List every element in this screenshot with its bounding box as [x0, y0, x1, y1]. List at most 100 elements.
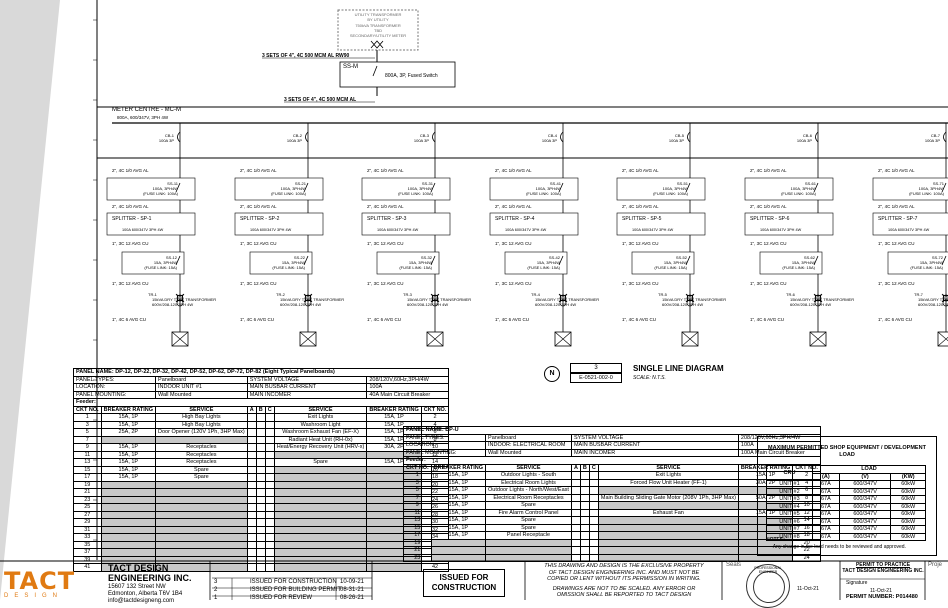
company-name-1: TACT DESIGN [108, 563, 169, 573]
table-cell: 600/347V [838, 495, 892, 504]
table-cell [155, 533, 248, 542]
transformer-desc1: 15kVA DRY TYPE TRANSFORMER [280, 297, 344, 302]
phase-cell [264, 510, 275, 519]
panel1-sys-label: SYSTEM VOLTAGE [246, 375, 368, 384]
table-cell: 67A [811, 517, 840, 526]
phase-cell [579, 493, 590, 502]
permit-title-1: PERMIT TO PRACTICE [855, 562, 911, 568]
table-cell: 600/347V [838, 517, 892, 526]
feeder4-label: 1", 3C 12 AVG CU [112, 281, 149, 286]
phase-cell [570, 501, 581, 510]
switch-symbol [558, 182, 564, 193]
ss2-fuse: (FUSE LINK: 15A) [910, 265, 943, 270]
panel-col-header: SERVICE [273, 405, 368, 414]
phase-cell [255, 525, 266, 534]
table-cell: 15A, 1P [430, 471, 487, 480]
revision-date: 10-09-21 [340, 579, 365, 585]
table-cell: 21 [73, 488, 102, 497]
table-cell: 15 [73, 465, 102, 474]
ss1-label: SS-41 [550, 181, 562, 186]
splitter-rating: 100A 600/347V 3PH 4W [505, 228, 547, 232]
panel1-mount-value: Wall Mounted [155, 390, 248, 399]
table-cell: 9 [403, 501, 432, 510]
phase-cell [264, 435, 275, 444]
switch-symbol [430, 182, 436, 193]
ss1-fuse: (FUSE LINK: 100A) [143, 191, 179, 196]
safety-switch-2-box [376, 251, 440, 275]
phase-cell [246, 510, 257, 519]
table-cell [155, 435, 248, 444]
breaker-label: CB-2 [293, 133, 303, 138]
breaker-symbol [560, 131, 564, 143]
phase-cell [579, 471, 590, 480]
panel1-bus-value: 100A [366, 383, 450, 392]
ss1-rating: 100A, 3PH4W [791, 186, 817, 191]
safety-switch-box [361, 177, 451, 201]
ss2-fuse: (FUSE LINK: 15A) [527, 265, 560, 270]
table-cell: UNIT #7 [766, 525, 813, 534]
feeder3-label: 1", 3C 12 AVG CU [112, 241, 149, 246]
load-note: - Any change in the load needs to be rev… [770, 544, 906, 550]
safety-switch-box [106, 177, 196, 201]
phase-cell [570, 523, 581, 532]
table-cell: UNIT #8 [766, 532, 813, 541]
load-col-unit: (KW) [890, 472, 926, 481]
ss1-label: SS-11 [167, 181, 179, 186]
phase-cell [246, 563, 257, 572]
switch-symbol [303, 255, 309, 266]
table-cell: 39 [73, 555, 102, 564]
phase-cell [255, 495, 266, 504]
sld-title-block: N 3 E-0521-002-0 SINGLE LINE DIAGRAM SCA… [540, 362, 740, 384]
revision-number: 1 [214, 595, 218, 601]
table-cell: 15A, 1P [100, 413, 157, 422]
ss2-rating: 15A, 3PH4W [792, 260, 815, 265]
phase-cell [264, 548, 275, 557]
table-cell: Main Building Sliding Gate Motor (208V 1… [597, 493, 739, 502]
table-cell [100, 518, 157, 527]
ss2-label: SS-72 [932, 255, 944, 260]
table-cell [100, 510, 157, 519]
utility-line4: TBD [374, 28, 382, 33]
phase-cell [255, 458, 266, 467]
ss1-label: SS-61 [805, 181, 817, 186]
splitter-box [744, 212, 834, 236]
feeder3-label: 1", 3C 12 AVG CU [495, 241, 532, 246]
sld-number: 3 [570, 363, 622, 373]
phase-cell [264, 525, 275, 534]
feeder2-label: 2", 4C 1/0 AVG AL [112, 204, 149, 209]
phase-cell [255, 503, 266, 512]
breaker-label: CB-6 [803, 133, 813, 138]
revision-description: ISSUED FOR BUILDING PERMIT [250, 587, 342, 593]
utility-transformer-box [337, 9, 419, 51]
safety-switch-box [872, 177, 948, 201]
ss1-fuse: (FUSE LINK: 100A) [526, 191, 562, 196]
table-cell [430, 553, 487, 562]
utility-line3: 750kVA TRANSFORMER [355, 23, 401, 28]
table-cell: 15A, 1P [430, 516, 487, 525]
phase-cell [246, 428, 257, 437]
safety-switch-box [744, 177, 834, 201]
switch-symbol [941, 255, 947, 266]
panel1-incomer-value: 40A Main Circuit Breaker [366, 390, 450, 399]
phase-cell [570, 493, 581, 502]
phase-cell [264, 450, 275, 459]
table-cell: Spare [485, 501, 572, 510]
phase-cell [570, 508, 581, 517]
table-cell: 25 [73, 503, 102, 512]
table-cell [273, 548, 368, 557]
ss1-label: SS-51 [677, 181, 689, 186]
ss1-label: SS-71 [933, 181, 945, 186]
table-cell: 5 [403, 486, 432, 495]
phase-cell [255, 540, 266, 549]
sld-scale: SCALE: N.T.S. [633, 375, 666, 381]
table-cell: 60kW [890, 480, 926, 489]
transformer-coil [814, 299, 822, 307]
phase-cell [255, 428, 266, 437]
ss1-rating: 100A, 3PH4W [536, 186, 562, 191]
